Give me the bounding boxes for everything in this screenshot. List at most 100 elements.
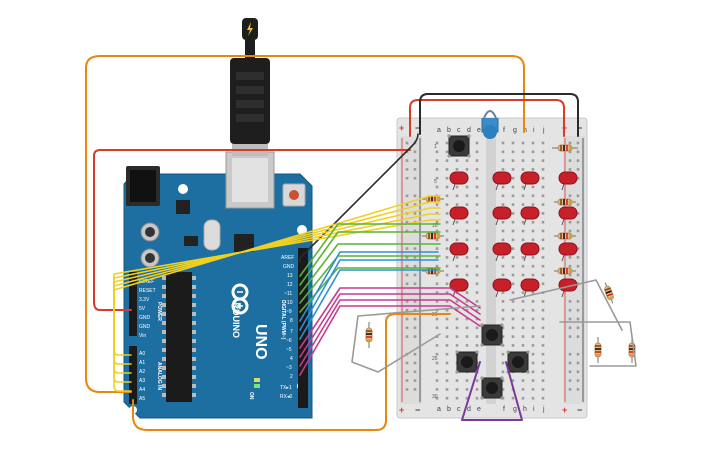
wire bbox=[299, 251, 439, 322]
wire-group bbox=[85, 55, 637, 431]
pin-label: A4 bbox=[139, 387, 145, 393]
column-letter: a bbox=[437, 127, 441, 134]
pushbutton[interactable] bbox=[480, 323, 504, 347]
led bbox=[558, 242, 578, 256]
led bbox=[492, 171, 512, 185]
row-number: 30 bbox=[432, 394, 438, 400]
column-letter: c bbox=[457, 127, 461, 134]
rail-plus-sign: + bbox=[399, 123, 404, 133]
power-header-label: POWER bbox=[156, 302, 162, 321]
row-number: 10 bbox=[432, 223, 438, 229]
pushbutton[interactable] bbox=[447, 134, 471, 158]
resistor bbox=[422, 232, 444, 240]
pushbutton-group[interactable] bbox=[447, 134, 530, 400]
wire bbox=[299, 299, 481, 367]
wire bbox=[461, 361, 523, 421]
resistor-group bbox=[365, 144, 636, 363]
pin-label: GND bbox=[283, 264, 295, 270]
resistor bbox=[552, 144, 578, 152]
pin-label: IOREF bbox=[139, 279, 154, 285]
row-number: 25 bbox=[432, 356, 438, 362]
pin-label: Vin bbox=[139, 333, 146, 339]
resistor bbox=[554, 198, 576, 206]
analog-header bbox=[129, 346, 137, 404]
pushbutton[interactable] bbox=[480, 376, 504, 400]
pin-label: GND bbox=[139, 324, 151, 330]
pin-label: 2 bbox=[290, 374, 293, 380]
pin-label: A3 bbox=[139, 378, 145, 384]
pin-label: RESET bbox=[139, 288, 156, 294]
pin-label: ~6 bbox=[286, 338, 292, 344]
uno-model-label: UNO bbox=[252, 324, 269, 360]
pin-label: AREF bbox=[281, 255, 294, 261]
pin-label: A5 bbox=[139, 396, 145, 402]
column-letter: a bbox=[437, 406, 441, 413]
usb-cable[interactable] bbox=[230, 18, 270, 156]
pin-label: A2 bbox=[139, 369, 145, 375]
chip-legs bbox=[162, 276, 196, 397]
resistor bbox=[365, 322, 373, 348]
column-letter: j bbox=[542, 406, 545, 413]
lightning-icon bbox=[247, 22, 253, 36]
wire bbox=[299, 269, 439, 340]
on-led-label: ON bbox=[248, 392, 254, 400]
wire bbox=[93, 149, 411, 311]
wire bbox=[351, 305, 481, 373]
pushbutton[interactable] bbox=[506, 350, 530, 374]
pin-label: A0 bbox=[139, 351, 145, 357]
column-letter: h bbox=[523, 406, 527, 413]
pushbutton[interactable] bbox=[455, 350, 479, 374]
column-letter: e bbox=[477, 406, 481, 413]
column-letter: f bbox=[503, 127, 505, 134]
resistor bbox=[604, 282, 614, 304]
led bbox=[449, 278, 469, 292]
pin-label: A1 bbox=[139, 360, 145, 366]
resistor bbox=[554, 232, 576, 240]
breadboard-column-letters-bottom: a b c d e f g h i j bbox=[437, 406, 545, 413]
arduino-brand-label: ARDUINO bbox=[231, 296, 241, 338]
rail-minus-sign: − bbox=[577, 123, 582, 133]
led bbox=[449, 206, 469, 220]
pin-label: ~3 bbox=[286, 365, 292, 371]
pin-label: GND bbox=[139, 315, 151, 321]
pin-label: 7 bbox=[290, 329, 293, 335]
column-letter: c bbox=[457, 406, 461, 413]
photodiode-sensor[interactable] bbox=[481, 110, 499, 139]
column-letter: j bbox=[542, 127, 545, 134]
wire bbox=[559, 321, 637, 367]
led bbox=[492, 206, 512, 220]
wire bbox=[299, 259, 439, 331]
pin-label: ~10 bbox=[284, 300, 293, 306]
pin-label: ~5 bbox=[286, 347, 292, 353]
power-header bbox=[129, 272, 137, 336]
wire bbox=[113, 219, 441, 392]
pin-label: RX◂0 bbox=[280, 394, 292, 400]
led bbox=[520, 171, 540, 185]
led bbox=[492, 278, 512, 292]
pin-label: 5V bbox=[139, 306, 146, 312]
wire bbox=[299, 287, 481, 349]
wire bbox=[299, 305, 481, 376]
pin-label: 4 bbox=[290, 356, 293, 362]
wire bbox=[85, 55, 525, 393]
pin-label: 13 bbox=[287, 273, 293, 279]
column-letter: f bbox=[503, 406, 505, 413]
pin-label: 3.3V bbox=[139, 297, 150, 303]
digital-pin-labels: AREF GND 13 12 ~11 ~10 ~9 8 7 ~6 ~5 4 ~3… bbox=[280, 255, 295, 400]
column-letter: b bbox=[447, 406, 451, 413]
wire bbox=[299, 243, 441, 295]
analog-pin-labels: A0 A1 A2 A3 A4 A5 bbox=[139, 351, 145, 402]
pin-label: ~9 bbox=[286, 309, 292, 315]
wire bbox=[299, 293, 481, 358]
analog-header-label: ANALOG IN bbox=[156, 362, 162, 390]
resistor bbox=[594, 337, 602, 363]
arduino-uno-board[interactable]: ARDUINO UNO DIGITAL (PWM~) POWER ANALOG … bbox=[123, 151, 313, 419]
wire bbox=[509, 279, 623, 331]
led bbox=[520, 278, 540, 292]
rail-plus-sign: + bbox=[399, 405, 404, 415]
infinity-logo-icon bbox=[231, 283, 249, 315]
wire bbox=[299, 223, 441, 277]
digital-header-label: DIGITAL (PWM~) bbox=[280, 300, 286, 340]
pin-label: 12 bbox=[287, 282, 293, 288]
row-number: 1 bbox=[434, 144, 437, 150]
